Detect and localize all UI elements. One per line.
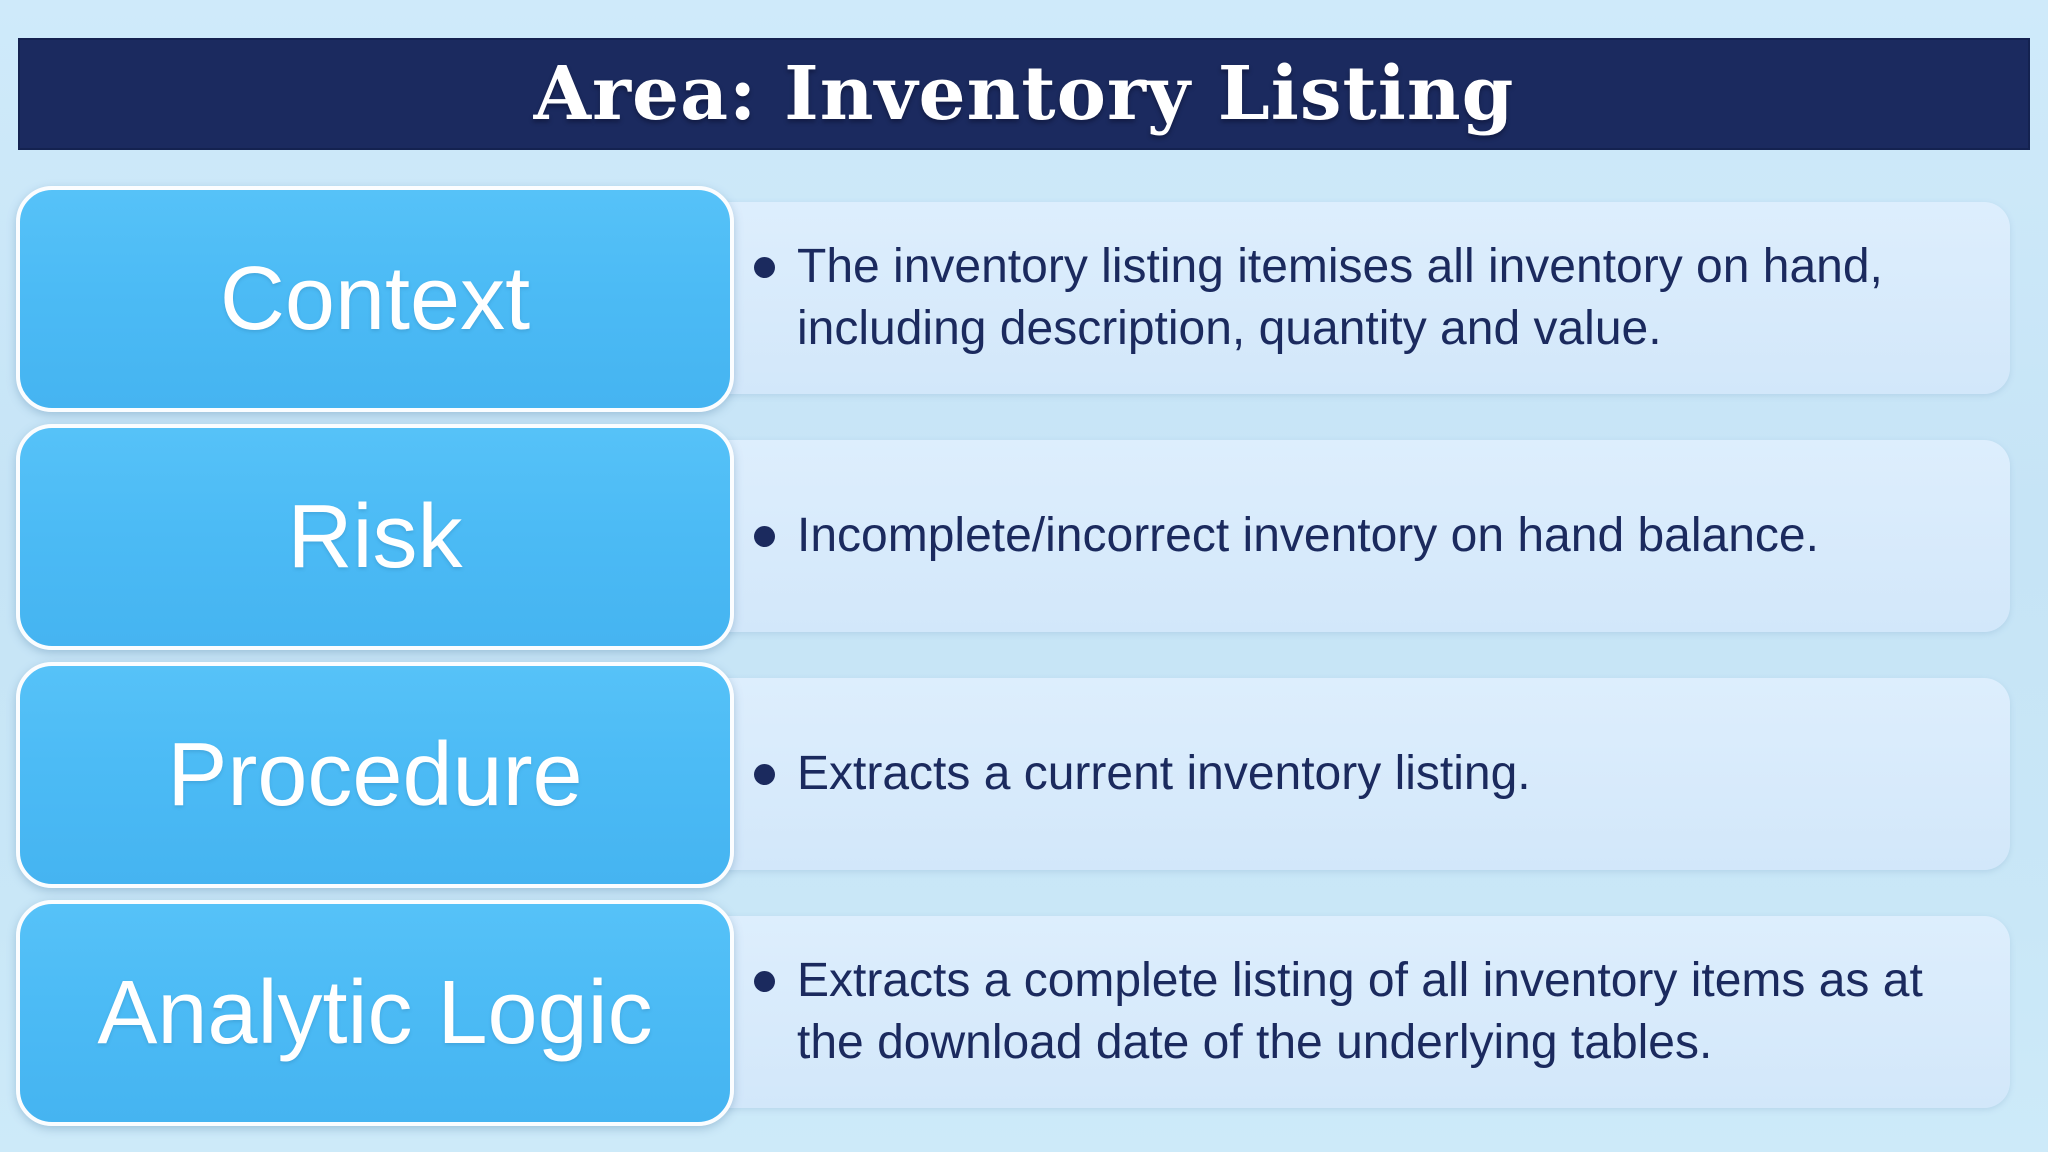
- page-title: Area: Inventory Listing: [533, 51, 1515, 137]
- row-label: Risk: [287, 486, 463, 587]
- bullet-text: Incomplete/incorrect inventory on hand b…: [797, 508, 1819, 562]
- context-label-box: Context: [16, 186, 734, 412]
- row-risk: Incomplete/incorrect inventory on hand b…: [0, 424, 2048, 650]
- procedure-bullet-panel: Extracts a current inventory listing.: [690, 678, 2010, 870]
- row-procedure: Extracts a current inventory listing. Pr…: [0, 662, 2048, 888]
- risk-bullet-panel: Incomplete/incorrect inventory on hand b…: [690, 440, 2010, 632]
- bullet-icon: [754, 525, 775, 547]
- row-analytic-logic: Extracts a complete listing of all inven…: [0, 900, 2048, 1126]
- context-bullet-panel: The inventory listing itemises all inven…: [690, 202, 2010, 394]
- analytic-logic-label-box: Analytic Logic: [16, 900, 734, 1126]
- row-context: The inventory listing itemises all inven…: [0, 186, 2048, 412]
- bullet-item: Extracts a complete listing of all inven…: [754, 950, 1947, 1075]
- bullet-text: Extracts a complete listing of all inven…: [797, 953, 1923, 1069]
- row-label: Context: [219, 248, 531, 349]
- row-label: Analytic Logic: [97, 962, 653, 1063]
- title-bar: Area: Inventory Listing: [18, 38, 2030, 150]
- bullet-icon: [754, 256, 775, 278]
- bullet-item: The inventory listing itemises all inven…: [754, 236, 1947, 361]
- risk-label-box: Risk: [16, 424, 734, 650]
- bullet-icon: [754, 763, 775, 785]
- bullet-icon: [754, 970, 775, 992]
- bullet-text: The inventory listing itemises all inven…: [797, 239, 1883, 355]
- procedure-label-box: Procedure: [16, 662, 734, 888]
- bullet-item: Incomplete/incorrect inventory on hand b…: [754, 505, 1819, 567]
- row-label: Procedure: [167, 724, 583, 825]
- bullet-item: Extracts a current inventory listing.: [754, 743, 1531, 805]
- analytic-logic-bullet-panel: Extracts a complete listing of all inven…: [690, 916, 2010, 1108]
- bullet-text: Extracts a current inventory listing.: [797, 746, 1531, 800]
